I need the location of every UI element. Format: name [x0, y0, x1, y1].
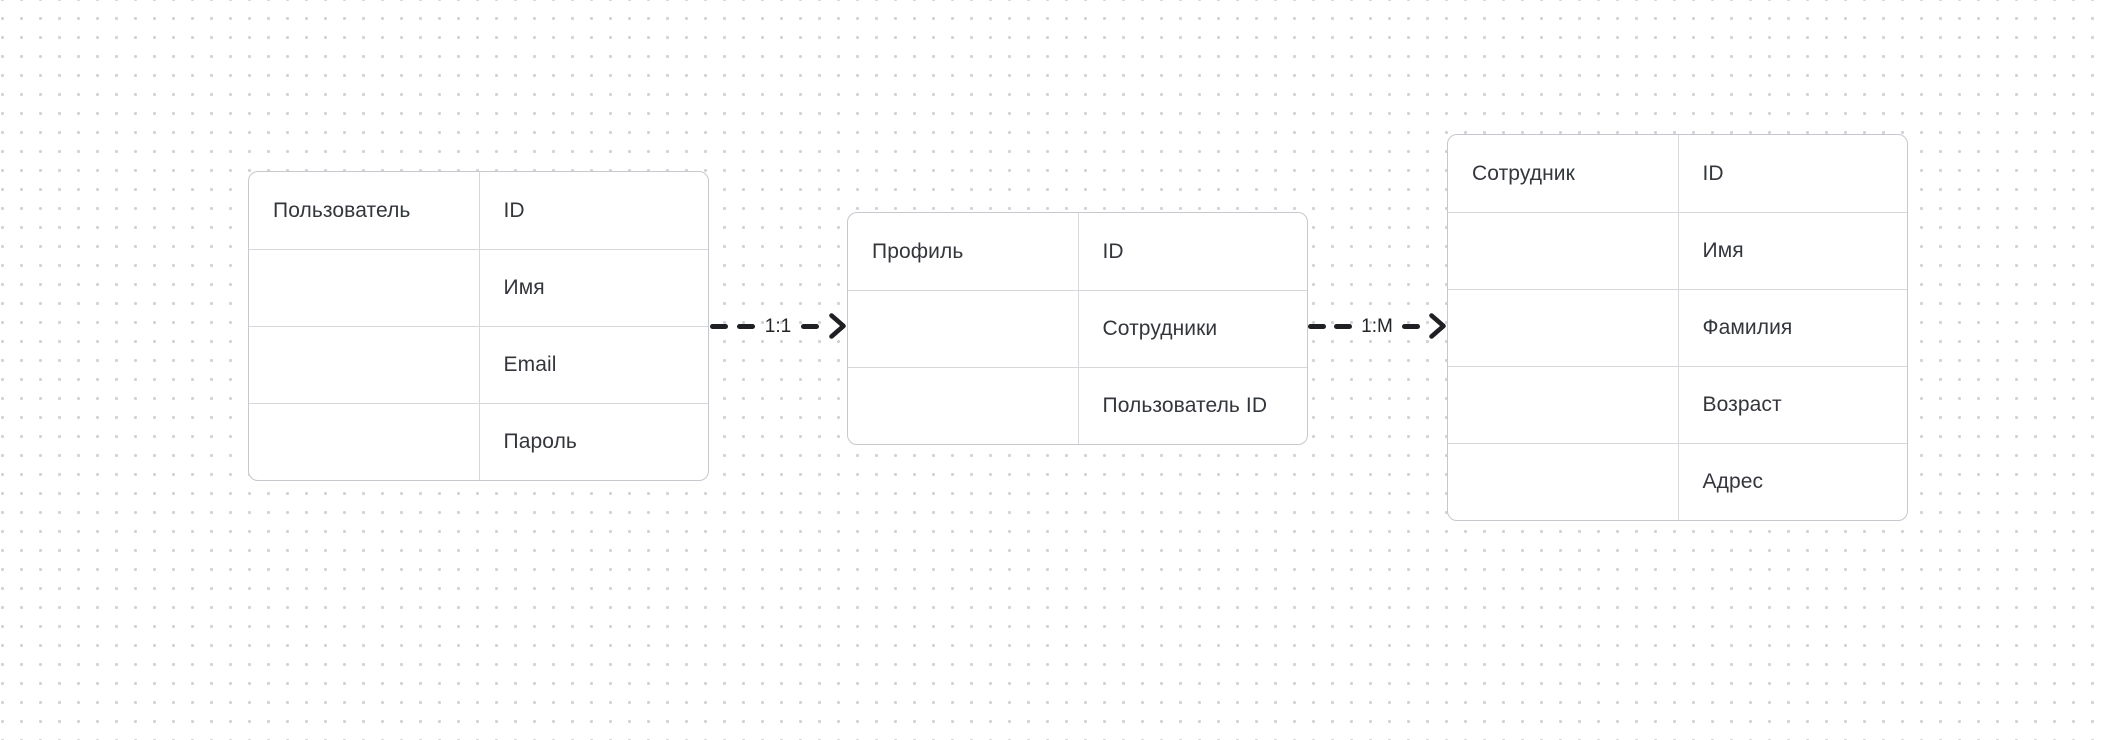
dash-segment: [1308, 323, 1326, 329]
entity-table-employee[interactable]: Сотрудник ID Имя Фамилия Возраст Адрес: [1447, 134, 1908, 521]
arrow-right-icon: [1428, 312, 1447, 340]
relation-connector-profile-employee[interactable]: 1:M: [1308, 311, 1447, 341]
entity-table-user[interactable]: Пользователь ID Имя Email Пароль: [248, 171, 709, 481]
entity-empty-cell: [848, 290, 1078, 367]
relation-connector-user-profile[interactable]: 1:1: [710, 311, 847, 341]
dash-segment: [710, 323, 728, 329]
entity-title[interactable]: Профиль: [872, 239, 964, 263]
relation-label: 1:1: [764, 315, 792, 337]
entity-field[interactable]: Пользователь ID: [1077, 367, 1307, 444]
entity-title[interactable]: Сотрудник: [1472, 161, 1575, 185]
entity-field[interactable]: ID: [478, 172, 709, 249]
dash-segment: [801, 323, 820, 329]
arrow-right-icon: [828, 312, 847, 340]
entity-empty-cell: [249, 249, 479, 326]
dash-segment: [1334, 323, 1353, 329]
entity-empty-cell: [249, 403, 479, 480]
entity-empty-cell: [1448, 212, 1678, 289]
dash-segment: [1401, 323, 1420, 329]
entity-field[interactable]: Имя: [1677, 212, 1907, 289]
entity-field[interactable]: Фамилия: [1677, 289, 1907, 366]
dash-segment: [736, 323, 755, 329]
entity-title[interactable]: Пользователь: [273, 198, 411, 222]
entity-field[interactable]: Сотрудники: [1077, 290, 1307, 367]
entity-field[interactable]: Адрес: [1677, 443, 1907, 520]
entity-empty-cell: [1448, 289, 1678, 366]
entity-field[interactable]: ID: [1077, 213, 1308, 290]
entity-field[interactable]: Email: [478, 326, 708, 403]
entity-table-profile[interactable]: Профиль ID Сотрудники Пользователь ID: [847, 212, 1308, 445]
entity-empty-cell: [1448, 443, 1678, 520]
entity-empty-cell: [1448, 366, 1678, 443]
entity-field[interactable]: Возраст: [1677, 366, 1907, 443]
entity-empty-cell: [848, 367, 1078, 444]
entity-empty-cell: [249, 326, 479, 403]
entity-field[interactable]: ID: [1677, 135, 1908, 212]
entity-field[interactable]: Пароль: [478, 403, 708, 480]
relation-label: 1:M: [1361, 315, 1393, 337]
entity-field[interactable]: Имя: [478, 249, 708, 326]
